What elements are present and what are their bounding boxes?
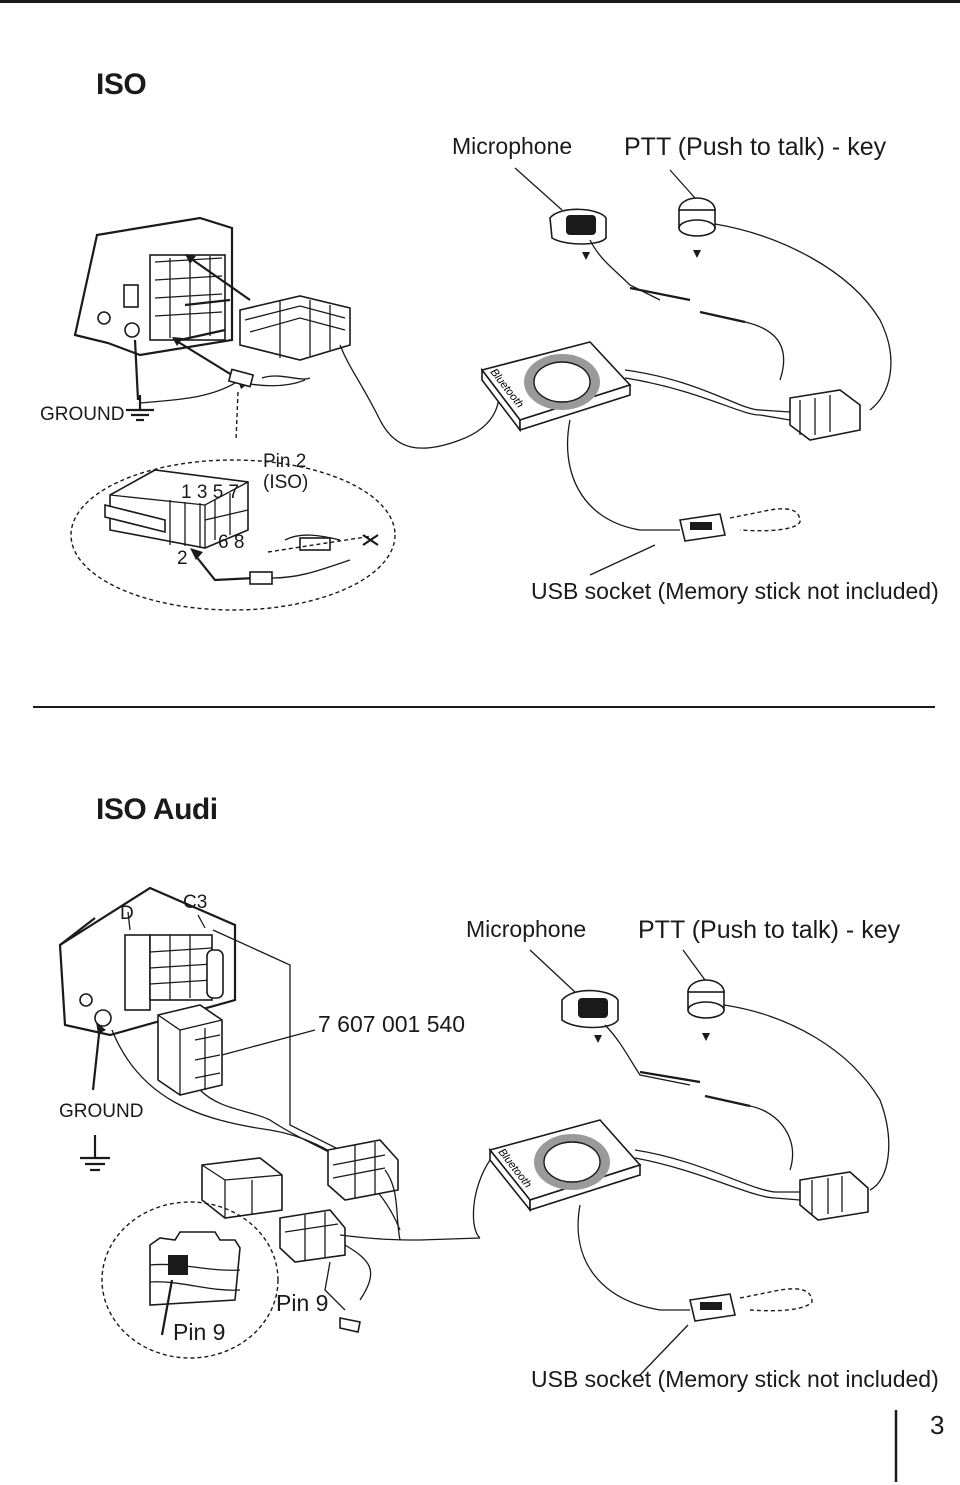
iso-pins-bottom-label: 6 8 <box>218 532 245 553</box>
audi-usb-label: USB socket (Memory stick not included) <box>531 1366 939 1392</box>
audi-jacks <box>639 1070 794 1171</box>
audi-title: ISO Audi <box>96 793 218 826</box>
audi-pin9-inset <box>101 1201 279 1359</box>
audi-ptt-key <box>682 949 890 1191</box>
audi-radio-unit <box>58 886 237 1037</box>
iso-leader-dashed <box>235 391 239 441</box>
audi-microphone <box>529 949 691 1086</box>
iso-adapter-plug <box>179 295 501 449</box>
iso-arrows <box>172 254 311 389</box>
audi-ground-label: GROUND <box>59 1101 144 1122</box>
iso-jacks <box>629 286 785 381</box>
iso-ground-symbol <box>126 379 241 422</box>
iso-microphone-label: Microphone <box>452 133 573 159</box>
iso-pins-top-label: 1 3 5 7 <box>181 482 240 503</box>
iso-pin2-sub-label: (ISO) <box>263 472 309 493</box>
iso-title: ISO <box>96 68 147 101</box>
audi-pin9-label-b: Pin 9 <box>173 1319 226 1345</box>
audi-pin9-label-a: Pin 9 <box>276 1290 329 1316</box>
audi-c3-label: C3 <box>183 892 208 913</box>
audi-usb-socket <box>639 1288 813 1376</box>
iso-ptt-key <box>669 169 892 411</box>
iso-wiring-harness-connector <box>759 389 861 441</box>
page-number: 3 <box>930 1410 945 1440</box>
iso-ground-label: GROUND <box>40 404 125 425</box>
audi-d-label: D <box>120 903 134 924</box>
iso-radio-unit <box>73 216 234 401</box>
iso-microphone <box>514 167 661 301</box>
audi-extension-line <box>212 929 341 1151</box>
audi-bluetooth-module: Bluetooth <box>472 1119 776 1311</box>
iso-usb-label: USB socket (Memory stick not included) <box>531 578 939 604</box>
audi-part-number-label: 7 607 001 540 <box>318 1011 466 1037</box>
iso-ptt-label: PTT (Push to talk) - key <box>624 133 887 161</box>
iso-usb-socket <box>589 508 801 576</box>
audi-ptt-label: PTT (Push to talk) - key <box>638 916 901 944</box>
audi-plug-connectors <box>201 1139 481 1333</box>
iso-inset-ellipse <box>70 459 396 611</box>
audi-microphone-label: Microphone <box>466 916 587 942</box>
audi-wiring-harness-connector <box>774 1171 869 1221</box>
iso-bluetooth-module: Bluetooth <box>480 341 761 531</box>
iso-pin2-label: Pin 2 <box>263 451 307 472</box>
iso-pin-2-label: 2 <box>177 548 188 569</box>
